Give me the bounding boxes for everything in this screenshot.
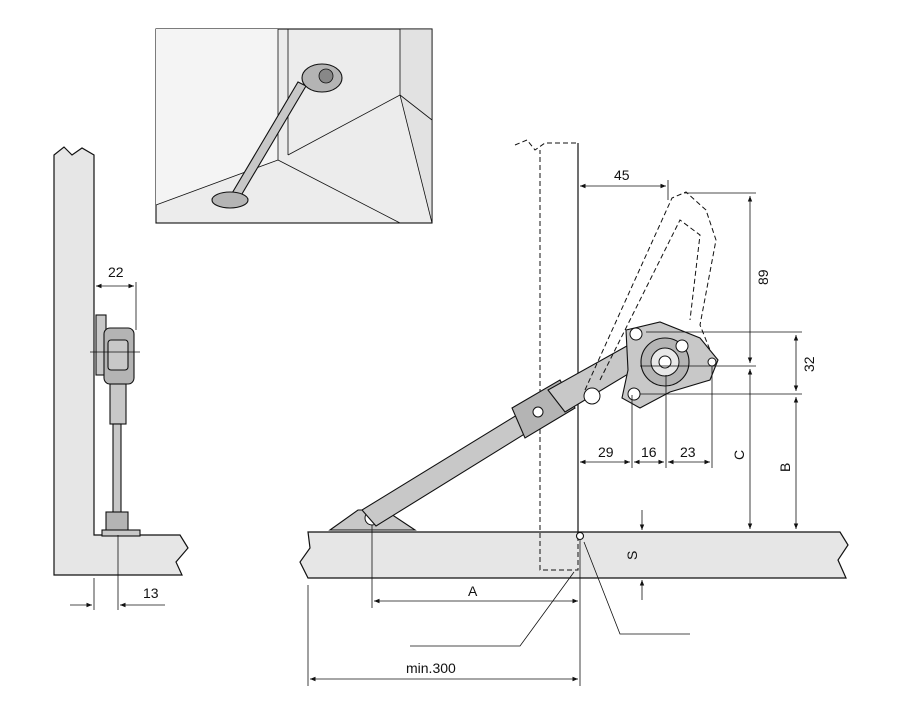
front-arm-screw <box>583 387 601 405</box>
dim-22-label: 22 <box>108 264 124 280</box>
side-bottom-plate <box>101 529 141 537</box>
inset-floor-right <box>277 159 401 224</box>
front-arm-slider-pin <box>532 406 544 418</box>
inset-hinge-lower <box>211 191 249 209</box>
side-arm-upper <box>109 383 127 425</box>
inset-shelf-back <box>287 94 401 156</box>
dim-min300-label: min.300 <box>406 660 456 676</box>
inset-shelf-right <box>399 94 433 121</box>
dim-C-label: C <box>731 450 747 460</box>
inset-side-panel <box>399 28 433 224</box>
front-door-panel-dashed <box>514 139 579 571</box>
front-hinge-pivot <box>658 355 672 369</box>
dim-29-label: 29 <box>598 444 614 460</box>
dim-B-label: B <box>777 463 793 472</box>
front-hinge-screw-3 <box>627 387 641 401</box>
side-arm-rod <box>112 423 122 525</box>
dim-S-label: S <box>624 551 640 560</box>
side-bottom-bracket <box>105 511 129 533</box>
reference-point <box>575 531 585 541</box>
front-view: 45 89 32 C B 29 16 23 S <box>299 139 849 686</box>
leader-line-right <box>583 541 690 635</box>
inset-hinge-boss <box>318 68 334 84</box>
leader-line-left <box>410 571 575 647</box>
front-open-outline-inner <box>599 219 701 381</box>
side-view: 22 13 <box>53 146 189 610</box>
inset-back-wall <box>156 29 278 205</box>
dim-A-label: A <box>468 583 478 599</box>
front-open-outline <box>584 191 717 391</box>
dim-32-label: 32 <box>801 356 817 372</box>
front-bottom-panel <box>299 531 849 579</box>
front-hinge-screw-2 <box>629 327 643 341</box>
front-hinge-screw-1 <box>675 339 689 353</box>
front-hinge-pin <box>707 357 717 367</box>
dim-23-label: 23 <box>680 444 696 460</box>
dim-89-label: 89 <box>755 269 771 285</box>
dim-45-label: 45 <box>614 167 630 183</box>
perspective-inset <box>155 28 433 224</box>
dim-16-label: 16 <box>641 444 657 460</box>
dim-13-label: 13 <box>143 585 159 601</box>
side-hinge-cap <box>107 339 129 371</box>
